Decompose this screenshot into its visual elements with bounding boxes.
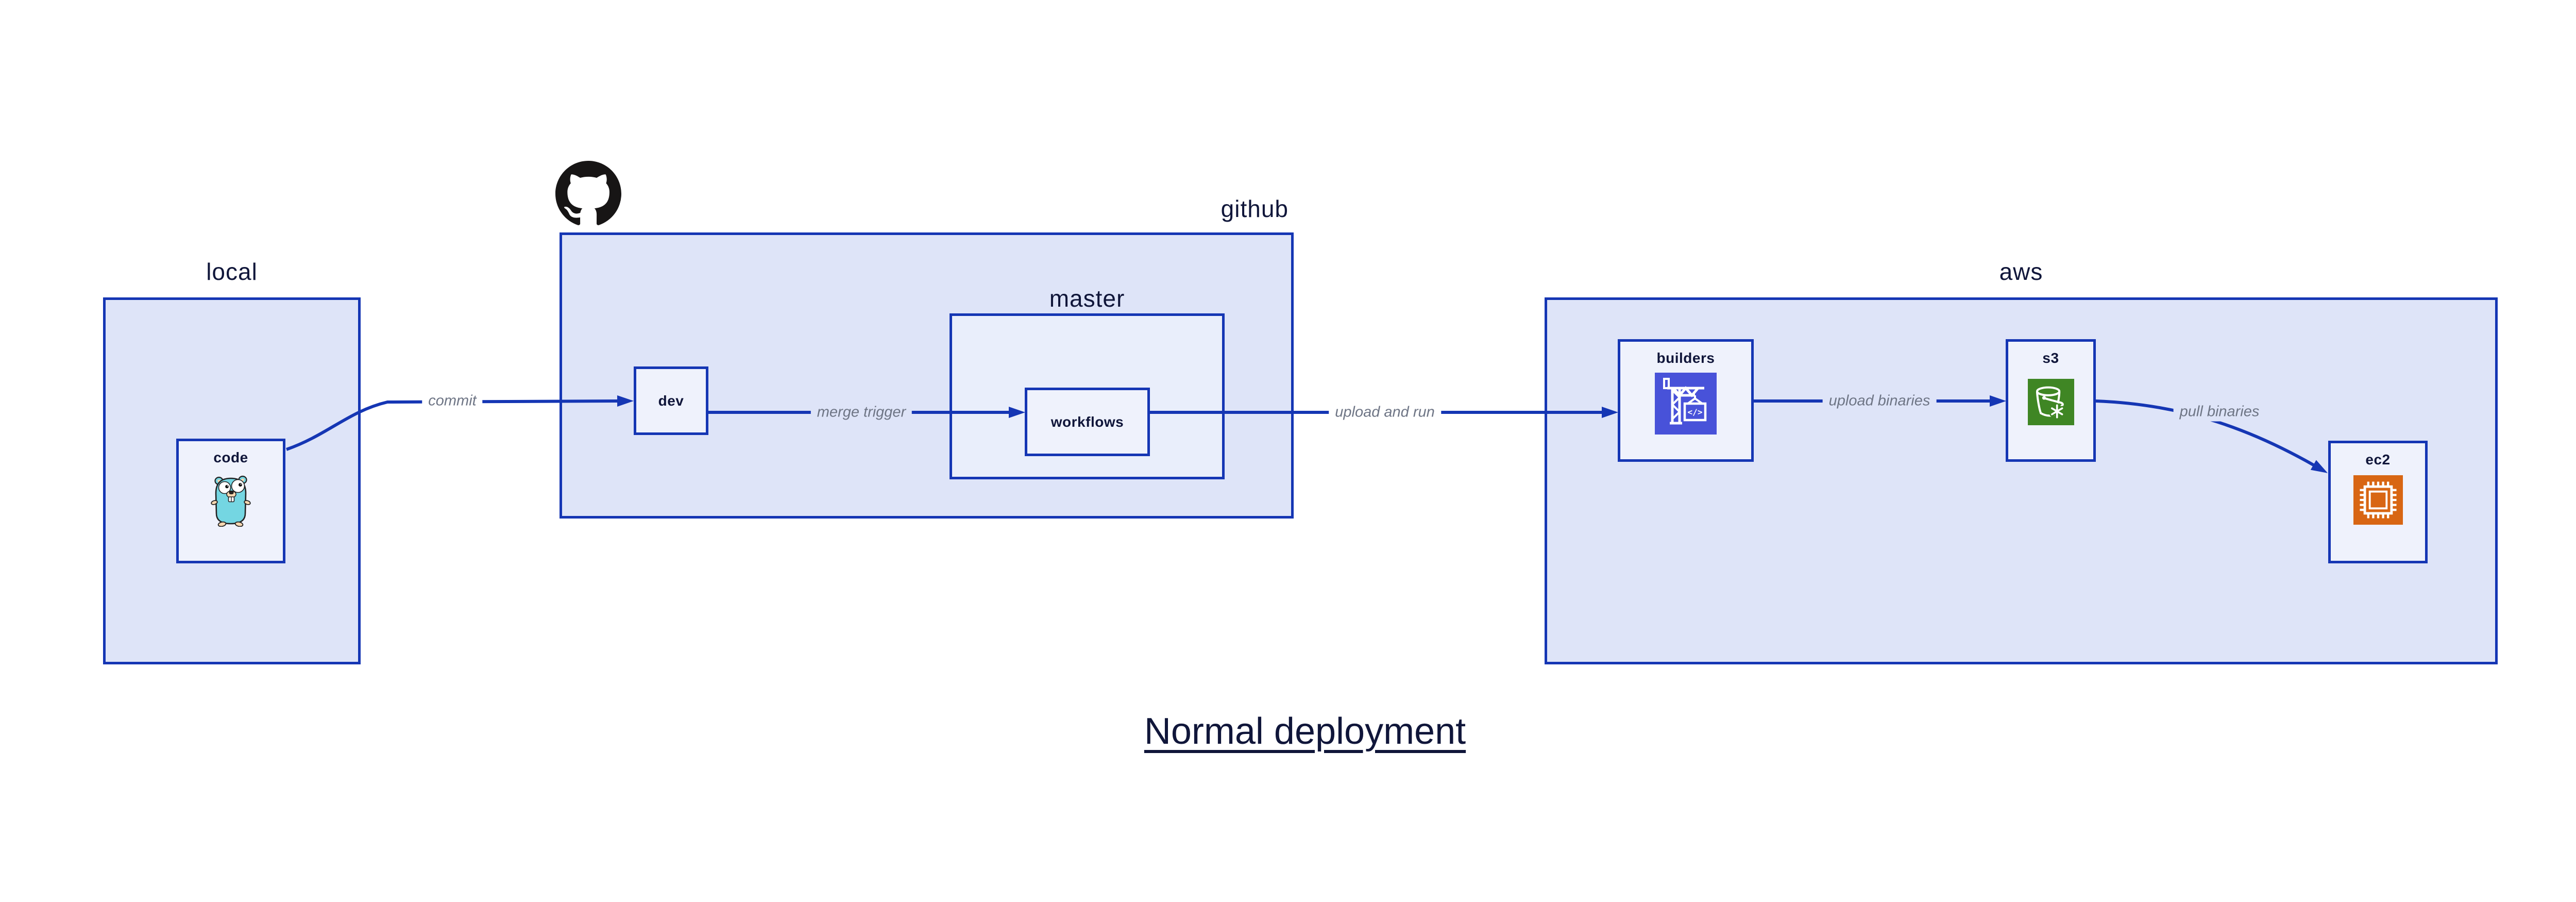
node-ec2: ec2	[2328, 441, 2428, 563]
aws-container-label: aws	[1999, 258, 2043, 285]
node-builders-label: builders	[1656, 350, 1715, 366]
node-s3: s3	[2006, 339, 2096, 462]
node-ec2-label: ec2	[2365, 452, 2391, 467]
node-workflows-label: workflows	[1050, 413, 1124, 430]
edge-label-upload-and-run: upload and run	[1329, 403, 1441, 422]
edge-label-pull-binaries: pull binaries	[2173, 402, 2266, 422]
diagram-title: Normal deployment	[1144, 711, 1466, 752]
edge-label-commit: commit	[422, 391, 483, 411]
ec2-chip-icon	[2353, 475, 2403, 525]
go-gopher-icon	[211, 472, 251, 527]
github-logo-icon	[555, 161, 621, 227]
master-container-label: master	[1049, 285, 1125, 312]
node-workflows: workflows	[1025, 388, 1150, 456]
node-dev: dev	[634, 366, 708, 435]
s3-bucket-icon	[2027, 379, 2074, 425]
node-code: code	[176, 439, 285, 563]
edge-label-merge-trigger: merge trigger	[810, 403, 912, 422]
edge-label-upload-binaries: upload binaries	[1822, 391, 1937, 411]
node-code-label: code	[213, 449, 248, 465]
node-s3-label: s3	[2042, 350, 2059, 366]
local-container-label: local	[206, 258, 258, 285]
node-dev-label: dev	[658, 392, 684, 409]
codebuild-crane-icon: </>	[1655, 373, 1717, 435]
github-container-label: github	[1221, 195, 1289, 222]
svg-text:</>: </>	[1688, 407, 1703, 417]
node-builders: builders </>	[1618, 339, 1754, 462]
